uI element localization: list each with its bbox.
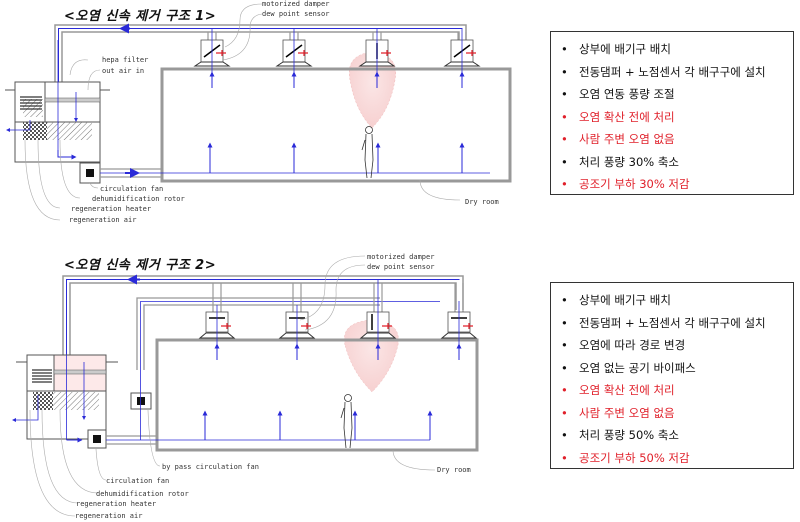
person-figure-1 <box>361 126 374 179</box>
note-item: • 상부에 배기구 배치 <box>561 38 785 61</box>
bullet-icon: • <box>561 405 568 420</box>
return-duct-1 <box>54 24 467 160</box>
dry-room-1 <box>160 67 512 183</box>
note-item: • 상부에 배기구 배치 <box>561 289 785 312</box>
note-item: • 처리 풍량 30% 축소 <box>561 151 785 174</box>
note-text: 처리 풍량 30% 축소 <box>579 154 680 169</box>
note-item: • 사람 주변 오염 없음 <box>561 402 785 425</box>
note-text: 오염 확산 전에 처리 <box>579 109 675 124</box>
person-figure-2 <box>340 394 353 449</box>
note-item: • 처리 풍량 50% 축소 <box>561 424 785 447</box>
label-dry-room-2: Dry room <box>437 466 471 474</box>
label-dew-point-sensor-1: dew point sensor <box>262 10 329 18</box>
exhaust-outlets-2 <box>198 279 478 360</box>
label-circulation-fan-2: circulation fan <box>106 477 169 485</box>
note-text: 전동댐퍼 + 노점센서 각 배구구에 설치 <box>579 315 766 330</box>
diagram1-title: <오염 신속 제거 구조 1> <box>64 9 217 24</box>
bullet-icon: • <box>561 428 568 442</box>
bullet-icon: • <box>561 87 568 101</box>
notes-box-1: • 상부에 배기구 배치 • 전동댐퍼 + 노점센서 각 배구구에 설치 • 오염 연동 … <box>550 31 794 195</box>
bullet-icon: • <box>561 154 568 169</box>
label-regeneration-air-1: regeneration air <box>69 216 136 224</box>
bullet-icon: • <box>561 315 568 330</box>
label-dehumidification-rotor-1: dehumidification rotor <box>92 195 185 203</box>
bullet-icon: • <box>561 338 568 352</box>
dehumidifier-unit-1 <box>5 40 490 184</box>
label-regeneration-heater-2: regeneration heater <box>76 500 156 508</box>
bullet-icon: • <box>561 42 568 56</box>
bullet-icon: • <box>561 293 568 307</box>
notes-list-1: • 상부에 배기구 배치 • 전동댐퍼 + 노점센서 각 배구구에 설치 • 오염 연동 … <box>561 38 785 196</box>
note-item: • 전동댐퍼 + 노점센서 각 배구구에 설치 <box>561 312 785 335</box>
bullet-icon: • <box>561 360 568 375</box>
note-item: • 사람 주변 오염 없음 <box>561 128 785 151</box>
exhaust-outlets-1 <box>193 28 481 88</box>
note-item: • 공조기 부하 50% 저감 <box>561 447 785 470</box>
diagram2-title: <오염 신속 제거 구조 2> <box>64 258 217 273</box>
bullet-icon: • <box>561 109 568 124</box>
label-out-air-in: out air in <box>102 67 144 75</box>
label-bypass-circulation-fan: by pass circulation fan <box>162 463 259 471</box>
label-dew-point-sensor-2: dew point sensor <box>367 263 434 271</box>
label-dry-room-1: Dry room <box>465 198 499 206</box>
bullet-icon: • <box>561 177 568 191</box>
note-item: • 오염 없는 공기 바이패스 <box>561 357 785 380</box>
note-item: • 공조기 부하 30% 저감 <box>561 173 785 196</box>
note-text: 처리 풍량 50% 축소 <box>579 428 680 442</box>
dry-room-2 <box>155 338 479 452</box>
bullet-icon: • <box>561 132 568 146</box>
note-text: 사람 주변 오염 없음 <box>579 132 675 146</box>
note-text: 오염 연동 풍량 조절 <box>579 87 675 101</box>
note-item: • 오염 확산 전에 처리 <box>561 106 785 129</box>
label-hepa-filter: hepa filter <box>102 56 148 64</box>
label-motorized-damper-1: motorized damper <box>262 0 329 8</box>
label-regeneration-air-2: regeneration air <box>75 512 142 520</box>
note-item: • 오염 연동 풍량 조절 <box>561 83 785 106</box>
bullet-icon: • <box>561 383 568 397</box>
note-text: 오염 확산 전에 처리 <box>579 383 675 397</box>
notes-list-2: • 상부에 배기구 배치 • 전동댐퍼 + 노점센서 각 배구구에 설치 • 오염에 따라… <box>561 289 785 469</box>
label-regeneration-heater-1: regeneration heater <box>71 205 151 213</box>
note-text: 상부에 배기구 배치 <box>579 42 671 56</box>
note-text: 상부에 배기구 배치 <box>579 293 671 307</box>
bullet-icon: • <box>561 64 568 79</box>
note-text: 오염 없는 공기 바이패스 <box>579 360 696 375</box>
contamination-plume <box>349 51 396 129</box>
note-text: 공조기 부하 30% 저감 <box>579 177 690 191</box>
label-dehumidification-rotor-2: dehumidification rotor <box>96 490 189 498</box>
note-text: 전동댐퍼 + 노점센서 각 배구구에 설치 <box>579 64 766 79</box>
notes-box-2: • 상부에 배기구 배치 • 전동댐퍼 + 노점센서 각 배구구에 설치 • 오염에 따라… <box>550 282 794 469</box>
note-item: • 전동댐퍼 + 노점센서 각 배구구에 설치 <box>561 61 785 84</box>
diagram2: motorized damper dew point sensor by pas… <box>12 253 479 520</box>
note-text: 사람 주변 오염 없음 <box>579 405 675 420</box>
note-text: 오염에 따라 경로 변경 <box>579 338 686 352</box>
note-text: 공조기 부하 50% 저감 <box>579 450 690 465</box>
bypass-circulation-fan <box>130 370 152 440</box>
dehumidifier-unit-2 <box>12 354 430 449</box>
note-item: • 오염 확산 전에 처리 <box>561 379 785 402</box>
label-motorized-damper-2: motorized damper <box>367 253 434 261</box>
bullet-icon: • <box>561 450 568 465</box>
note-item: • 오염에 따라 경로 변경 <box>561 334 785 357</box>
diagram1: motorized damper dew point sensor hepa f… <box>5 0 512 224</box>
label-circulation-fan-1: circulation fan <box>100 185 163 193</box>
